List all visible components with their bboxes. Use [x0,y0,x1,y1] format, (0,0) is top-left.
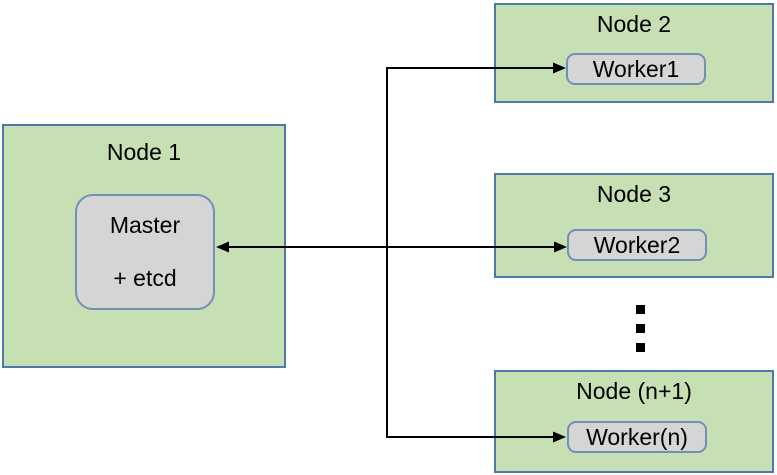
worker2-box: Worker2 [567,229,707,261]
ellipsis-dot [636,343,645,352]
worker1-box: Worker1 [566,53,706,85]
node3-box: Node 3 Worker2 [494,173,774,278]
worker1-label: Worker1 [592,55,680,82]
etcd-label: + etcd [113,265,177,291]
worker2-label: Worker2 [593,231,681,258]
node2-title: Node 2 [596,11,672,37]
worker-n-box: Worker(n) [567,421,707,453]
ellipsis-dot [636,324,645,333]
more-nodes-ellipsis-icon [636,305,645,352]
master-label: Master [109,212,181,238]
node-n1-title: Node (n+1) [576,378,692,404]
node3-title: Node 3 [596,181,672,207]
node1-box: Node 1 Master + etcd [2,124,286,368]
node-n1-box: Node (n+1) Worker(n) [494,370,774,473]
node1-title: Node 1 [106,139,182,165]
worker-n-label: Worker(n) [586,423,688,450]
master-etcd-box: Master + etcd [75,194,215,310]
ellipsis-dot [636,305,645,314]
node2-box: Node 2 Worker1 [494,3,774,103]
